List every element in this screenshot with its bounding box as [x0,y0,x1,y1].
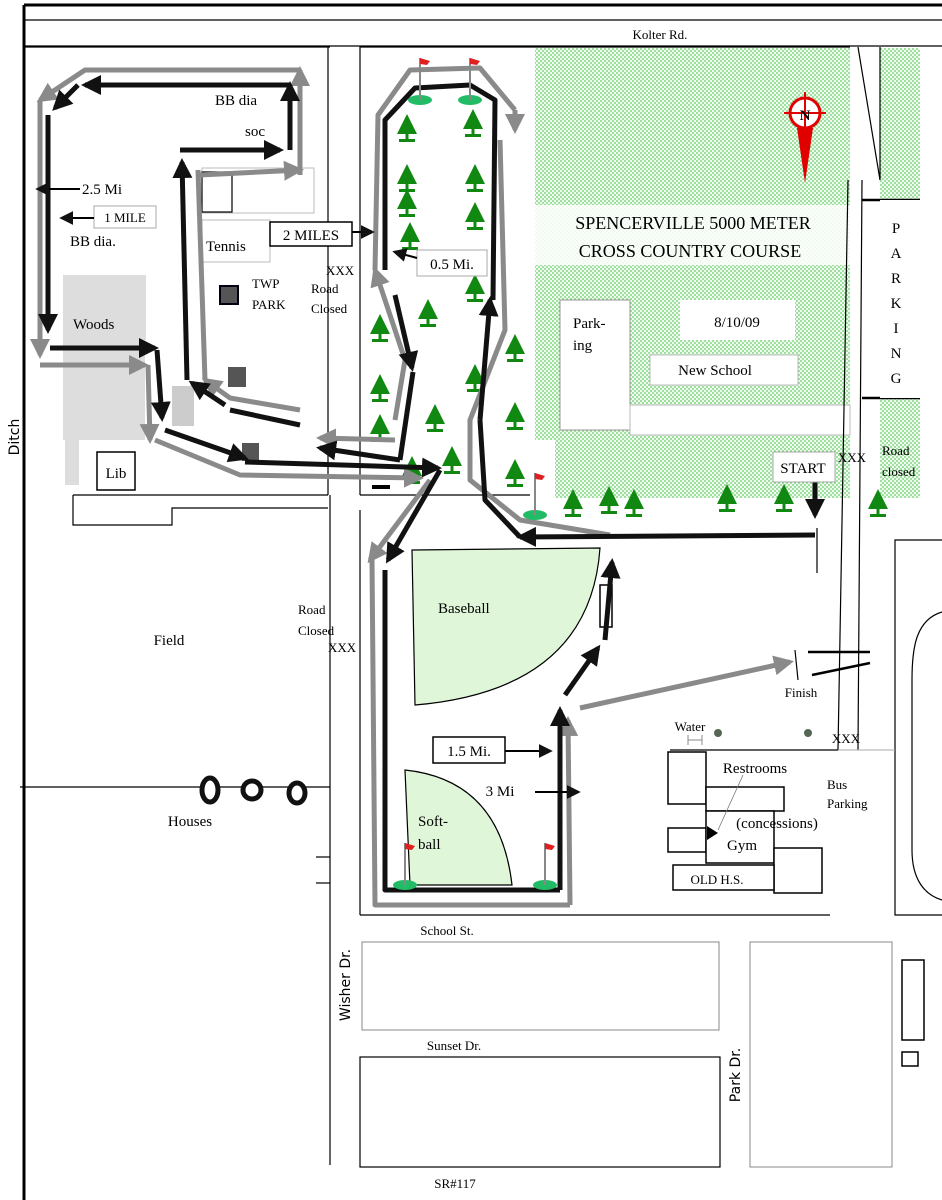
flag-icon [533,843,557,890]
marker-3-mile: 3 Mi [486,784,515,800]
bb-dia-left-label: BB dia. [70,234,116,250]
tree-icon [505,334,525,362]
parking-letter: N [891,346,902,362]
bus-parking-label-2: Parking [827,796,868,811]
tree-icon [624,489,644,517]
road-kolter: Kolter Rd. [633,27,688,42]
marker-1-mile: 1 MILE [104,210,146,225]
left-block [25,46,330,526]
xxx-finish: XXX [832,731,861,746]
tree-icon [599,486,619,514]
tree-icon [463,109,483,137]
field-label: Field [154,633,185,649]
tree-icon [774,484,794,512]
tree-icon [442,446,462,474]
new-school-label: New School [678,363,752,379]
compass-letter: N [800,108,811,124]
tree-icon [400,222,420,250]
tree-icon [465,164,485,192]
tree-icon [563,489,583,517]
road-park-dr: Park Dr. [728,1048,744,1102]
tree-icon [465,364,485,392]
road-closed-right-2: closed [882,464,916,479]
tree-icon [418,299,438,327]
marker-0-5-mile: 0.5 Mi. [430,257,474,273]
parking-letter: G [891,371,902,387]
parking-label-2: ing [573,338,593,354]
road-lines [199,46,942,1168]
road-closed-left-2: Closed [311,301,348,316]
parking-label-1: Park- [573,316,606,332]
flag-icon [393,843,417,890]
road-school-st: School St. [420,923,473,938]
trees [370,109,888,517]
tree-icon [370,314,390,342]
concessions-label: (concessions) [736,816,818,832]
route-dark [38,75,825,893]
road-closed-mid-2: Closed [298,623,335,638]
woods-label: Woods [73,317,114,333]
gym-label: Gym [727,838,757,854]
water-label: Water [675,719,706,734]
twp-park-label-2: PARK [252,297,286,312]
parking-letter: I [894,321,899,337]
labels: Kolter Rd. SPENCERVILLE 5000 METER CROSS… [7,27,916,1191]
tree-icon [397,164,417,192]
flag-icon [458,58,482,105]
tree-icon [397,189,417,217]
tree-icon [505,402,525,430]
flags [393,58,557,890]
course-date: 8/10/09 [714,315,760,331]
tree-icon [370,374,390,402]
flag-icon [408,58,432,105]
marker-1-5-mile: 1.5 Mi. [447,744,491,760]
road-closed-right-1: Road [882,443,910,458]
houses-label: Houses [168,814,212,830]
title-line-1: SPENCERVILLE 5000 METER [575,213,811,233]
xxx-left: XXX [326,263,355,278]
tennis-label: Tennis [206,239,246,255]
road-closed-mid-1: Road [298,602,326,617]
flag-icon [523,473,547,520]
compass-north-icon: N [784,92,826,183]
road-sunset-dr: Sunset Dr. [427,1038,481,1053]
marker-2-5-mile: 2.5 Mi [82,182,122,198]
bus-parking-label-1: Bus [827,777,847,792]
tree-icon [397,114,417,142]
start-label: START [780,461,825,477]
ball-fields [404,547,613,886]
xxx-start: XXX [838,450,867,465]
finish-label: Finish [785,685,818,700]
tree-icon [868,489,888,517]
xxx-mid: XXX [328,640,357,655]
baseball-label: Baseball [438,601,490,617]
tree-icon [505,459,525,487]
softball-label-2: ball [418,837,441,853]
school-grounds [535,48,920,500]
tree-icon [717,484,737,512]
restrooms-label: Restrooms [723,761,787,777]
ditch-label: Ditch [7,419,23,456]
frame [20,3,942,1200]
bb-dia-top-label: BB dia [215,93,257,109]
tree-icon [465,202,485,230]
old-hs-label: OLD H.S. [690,872,743,887]
parking-letter: R [891,271,901,287]
soc-label: soc [245,124,265,140]
parking-letter: K [891,296,902,312]
parking-letter: P [892,221,900,237]
softball-label-1: Soft- [418,814,448,830]
route-light [30,65,794,908]
lib-label: Lib [106,466,127,482]
twp-park-label-1: TWP [252,276,279,291]
tree-icon [465,274,485,302]
road-closed-left-1: Road [311,281,339,296]
title-line-2: CROSS COUNTRY COURSE [579,241,801,261]
road-wisher-dr: Wisher Dr. [338,949,354,1021]
marker-2-miles: 2 MILES [283,228,339,244]
tree-icon [425,404,445,432]
road-sr117: SR#117 [434,1176,476,1191]
parking-letter: A [891,246,902,262]
